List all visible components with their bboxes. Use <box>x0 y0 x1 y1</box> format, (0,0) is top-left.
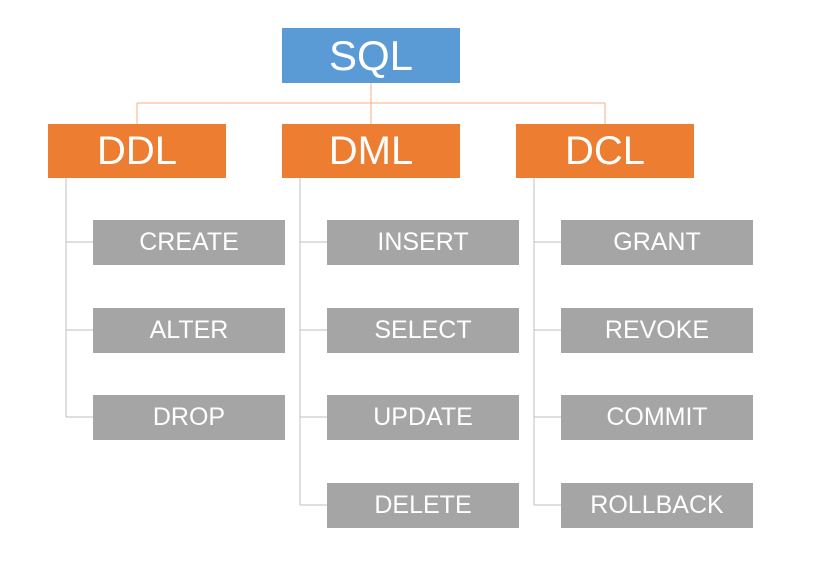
root-connectors <box>136 83 606 124</box>
category-node-dcl: DCL <box>516 124 694 178</box>
command-node-drop: DROP <box>93 395 285 440</box>
command-node-update: UPDATE <box>327 395 519 440</box>
command-node-create: CREATE <box>93 220 285 265</box>
command-node-commit: COMMIT <box>561 395 753 440</box>
command-node-rollback: ROLLBACK <box>561 483 753 528</box>
command-node-select: SELECT <box>327 308 519 353</box>
command-node-insert: INSERT <box>327 220 519 265</box>
command-node-grant: GRANT <box>561 220 753 265</box>
root-node-sql: SQL <box>282 28 460 83</box>
category-node-dml: DML <box>282 124 460 178</box>
command-node-revoke: REVOKE <box>561 308 753 353</box>
leaf-connectors <box>65 178 561 506</box>
command-node-alter: ALTER <box>93 308 285 353</box>
command-node-delete: DELETE <box>327 483 519 528</box>
category-node-ddl: DDL <box>48 124 226 178</box>
